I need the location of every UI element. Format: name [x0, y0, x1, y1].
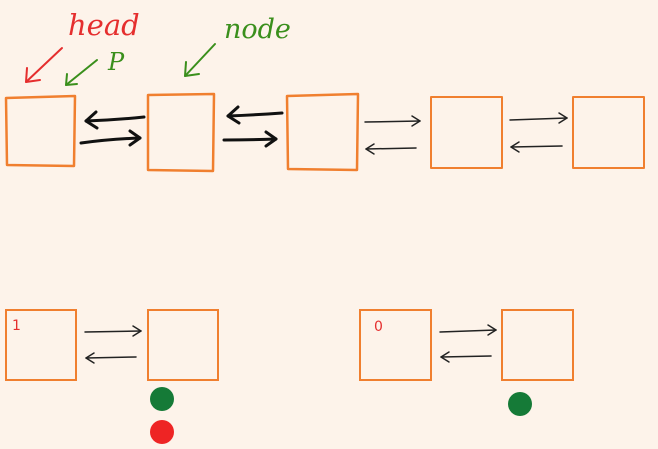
next-arrow	[364, 120, 421, 123]
prev-arrow-head	[440, 351, 450, 363]
next-arrow-head	[264, 130, 278, 148]
node-pointer: node	[184, 14, 291, 77]
green-marker	[150, 387, 174, 411]
node-a1-mark: 1	[12, 318, 21, 334]
next-arrow	[222, 137, 278, 142]
prev-arrow	[510, 145, 563, 148]
prev-arrow-head	[510, 141, 520, 153]
next-arrow	[439, 329, 497, 333]
bottom-right-list: 0	[359, 309, 574, 416]
head-arrow	[25, 47, 63, 83]
prev-arrow	[440, 355, 492, 358]
next-arrow-head	[558, 112, 568, 124]
link-3-4	[364, 115, 421, 155]
list-node-a1	[5, 309, 77, 381]
prev-arrow-head	[85, 352, 95, 364]
list-node-b2	[501, 309, 574, 381]
head-arrow-head	[25, 67, 41, 83]
link-4-5	[509, 112, 568, 153]
list-node-b1	[359, 309, 432, 381]
p-pointer: P	[65, 48, 125, 86]
head-pointer: head	[25, 8, 140, 83]
prev-arrow	[226, 111, 284, 118]
next-arrow-head	[411, 115, 421, 127]
p-arrow	[65, 59, 98, 86]
next-arrow	[84, 330, 142, 333]
next-arrow-head	[487, 324, 497, 336]
link-b1-b2	[439, 324, 497, 363]
prev-arrow	[84, 115, 146, 123]
list-node-3	[285, 92, 360, 172]
p-label: P	[107, 48, 125, 76]
p-arrow-head	[65, 73, 78, 86]
node-b1-mark: 0	[374, 319, 383, 335]
next-arrow-head	[128, 129, 142, 147]
prev-arrow-head	[84, 110, 99, 130]
top-list	[4, 92, 645, 173]
node-label: node	[224, 14, 291, 45]
link-2-3	[222, 105, 284, 148]
prev-arrow	[85, 356, 137, 359]
next-arrow	[509, 117, 568, 121]
prev-arrow	[365, 147, 417, 150]
next-arrow-head	[132, 325, 142, 337]
head-label: head	[68, 8, 140, 42]
link-1-2	[79, 110, 146, 147]
green-marker	[508, 392, 532, 416]
red-marker	[150, 420, 174, 444]
prev-arrow-head	[365, 143, 375, 155]
link-a1-a2	[84, 325, 142, 364]
list-node-a2	[147, 309, 219, 381]
node-arrow	[184, 43, 216, 77]
bottom-left-list: 1	[5, 309, 219, 444]
list-node-4	[430, 96, 503, 169]
list-node-2	[146, 92, 216, 173]
list-node-5	[572, 96, 645, 169]
next-arrow	[79, 136, 142, 145]
prev-arrow-head	[226, 105, 241, 125]
list-node-1	[4, 94, 77, 168]
node-arrow-head	[184, 61, 200, 77]
